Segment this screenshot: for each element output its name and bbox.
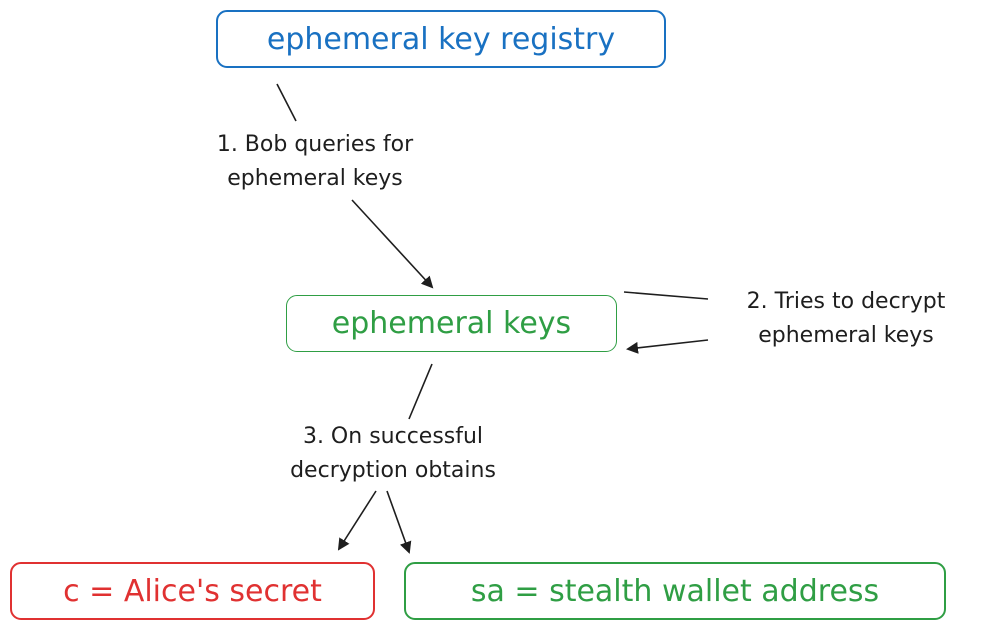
edge-label-step-3-line-2: decryption obtains — [290, 458, 496, 483]
arrow-to-ephemeral-keys — [351, 199, 434, 289]
node-ephemeral-key-registry-label: ephemeral key registry — [266, 21, 616, 57]
node-ephemeral-keys: ephemeral keys — [286, 295, 617, 352]
node-alice-secret: c = Alice's secret — [10, 562, 375, 620]
arrow-to-alice-secret — [337, 490, 377, 551]
arrow-to-stealth-address — [386, 490, 412, 554]
node-alice-secret-label: c = Alice's secret — [63, 573, 322, 609]
edge-label-step-3: 3. On successful decryption obtains — [262, 420, 524, 488]
node-ephemeral-key-registry: ephemeral key registry — [216, 10, 666, 68]
node-stealth-wallet-address-label: sa = stealth wallet address — [470, 573, 880, 609]
edge-label-step-1-line-2: ephemeral keys — [227, 166, 403, 191]
edge-label-step-3-line-1: 3. On successful — [302, 424, 484, 449]
node-stealth-wallet-address: sa = stealth wallet address — [404, 562, 946, 620]
edge-label-step-2-line-2: ephemeral keys — [758, 323, 934, 348]
edge-label-step-2: 2. Tries to decrypt ephemeral keys — [706, 285, 986, 353]
edge-label-step-1: 1. Bob queries for ephemeral keys — [190, 128, 440, 196]
node-ephemeral-keys-label: ephemeral keys — [331, 306, 572, 341]
edge-label-step-1-line-1: 1. Bob queries for — [216, 132, 414, 157]
connector-keys-to-label-2 — [623, 291, 709, 300]
edge-label-step-2-line-1: 2. Tries to decrypt — [746, 289, 946, 314]
arrow-back-to-ephemeral-keys — [626, 339, 709, 354]
connector-registry-to-label — [276, 83, 297, 122]
connector-keys-to-label-3 — [408, 363, 433, 420]
